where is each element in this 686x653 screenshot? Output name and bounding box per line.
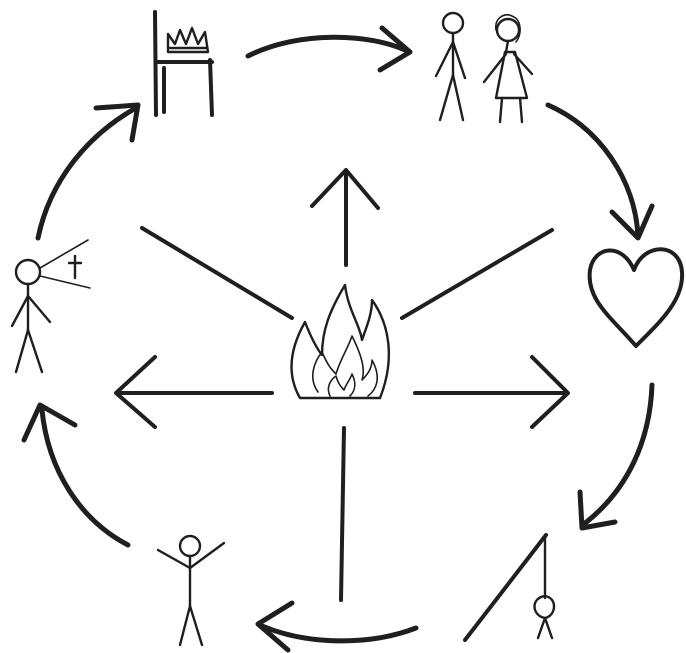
- radial-line-down: [341, 428, 344, 600]
- radial-arrow-up: [312, 170, 378, 265]
- cycle-arrow-couple-to-heart: [548, 105, 652, 238]
- radial-line-upper-right: [402, 230, 552, 318]
- radial-arrow-left: [116, 357, 272, 427]
- cycle-arrow-arms-to-preacher: [24, 405, 128, 545]
- radial-line-upper-left: [142, 228, 292, 318]
- fire-icon: [292, 285, 389, 398]
- radial-arrow-right: [415, 357, 568, 427]
- person-arms-raised-icon: [158, 536, 224, 645]
- preacher-with-cross-icon: [12, 240, 90, 372]
- couple-icon: [436, 13, 532, 122]
- heart-icon: [590, 249, 683, 346]
- cycle-arrow-hanged-to-arms: [258, 603, 416, 650]
- cycle-arrow-heart-to-hanged: [580, 385, 652, 528]
- cycle-arrow-preacher-to-throne: [38, 105, 138, 238]
- throne-with-crown-icon: [155, 12, 212, 115]
- hanged-figure-icon: [465, 535, 554, 640]
- cycle-arrow-throne-to-couple: [248, 28, 410, 70]
